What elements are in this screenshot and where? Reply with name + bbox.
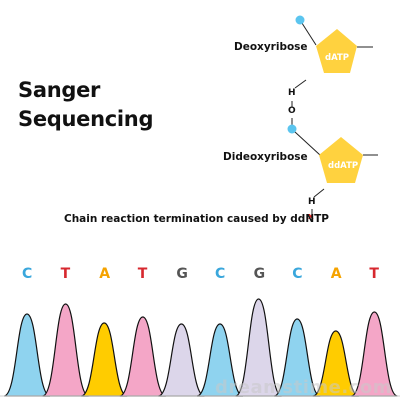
end-atom-h: H — [308, 197, 316, 207]
bottom-down-bond — [313, 188, 325, 198]
base-letter-5: G — [176, 266, 188, 282]
chromatogram-peak-1 — [3, 313, 51, 397]
base-letter-3: A — [99, 266, 111, 282]
top-down-bond — [294, 79, 307, 89]
top-phosphate-dot — [295, 15, 305, 25]
top-phosphate-bond — [299, 19, 317, 46]
ddatp-label: ddATP — [328, 161, 359, 171]
base-letter-7: G — [253, 266, 266, 282]
deoxyribose-label: Deoxyribose — [234, 41, 308, 53]
title-line-1: Sanger — [18, 78, 101, 102]
termination-caption: Chain reaction termination caused by ddN… — [64, 213, 329, 225]
base-letter-8: C — [292, 266, 303, 282]
chromatogram-peak-7 — [235, 298, 282, 397]
watermark: dreamstime.com — [215, 377, 392, 398]
base-letter-9: A — [330, 266, 342, 282]
chromatogram-peak-10 — [351, 311, 398, 397]
dideoxyribose-label: Dideoxyribose — [223, 151, 308, 163]
chromatogram-peak-5 — [158, 323, 205, 397]
chromatogram-peak-8 — [273, 318, 321, 397]
title-line-2: Sequencing — [18, 107, 154, 131]
link-atom-o: O — [288, 106, 296, 116]
chromatogram-peak-4 — [119, 316, 167, 397]
middle-phosphate-dot — [287, 124, 297, 134]
datp-label: dATP — [325, 53, 350, 63]
chromatogram-peak-9 — [312, 330, 360, 397]
link-atom-h: H — [288, 88, 296, 98]
chromatogram-peak-6 — [196, 323, 244, 397]
base-letter-6: C — [215, 266, 226, 282]
base-letter-2: T — [60, 266, 71, 282]
base-letter-10: T — [369, 266, 379, 282]
dot-to-bottom-bond — [294, 131, 321, 156]
termination-x-mark: x — [308, 212, 314, 222]
base-letter-1: C — [22, 266, 33, 282]
chromatogram-peak-3 — [80, 322, 128, 397]
deoxyribose-pentagon — [316, 29, 357, 73]
chromatogram-peaks — [3, 298, 398, 397]
base-letter-4: T — [137, 266, 148, 282]
chromatogram-peak-2 — [42, 303, 89, 397]
dideoxyribose-pentagon — [319, 137, 363, 183]
